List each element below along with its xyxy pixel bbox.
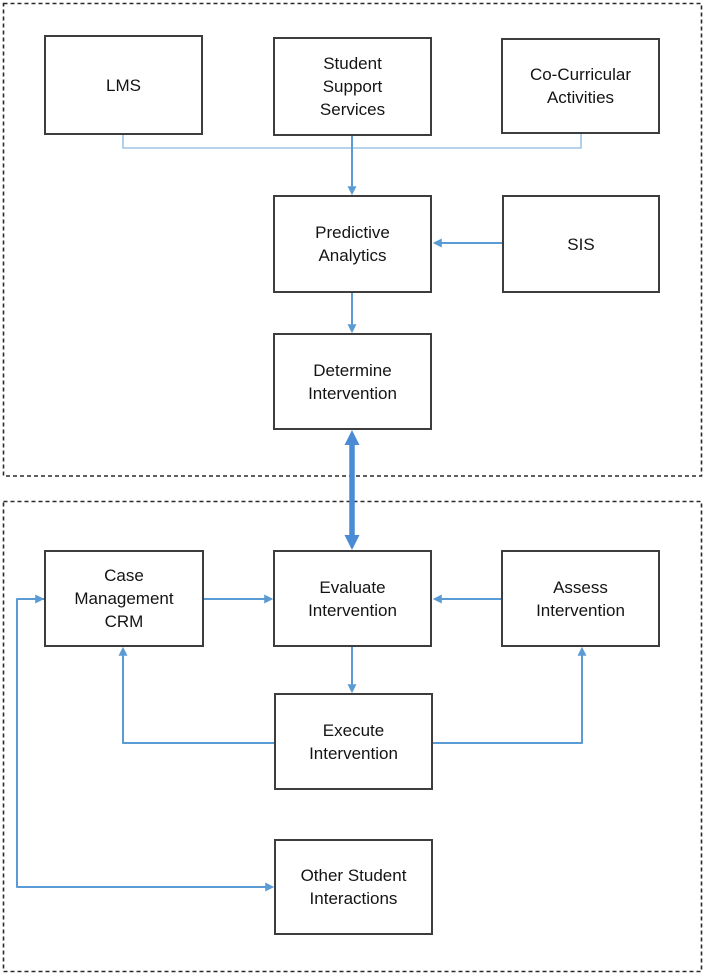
- node-other-student-interactions: Other Student Interactions: [274, 839, 433, 935]
- node-lms: LMS: [44, 35, 203, 135]
- node-case-management-crm: Case Management CRM: [44, 550, 204, 647]
- node-determine-intervention: Determine Intervention: [273, 333, 432, 430]
- node-assess-intervention: Assess Intervention: [501, 550, 660, 647]
- connector-execute-to-crm: [118, 646, 274, 744]
- node-student-support-services: Student Support Services: [273, 37, 432, 136]
- node-predictive-analytics: Predictive Analytics: [273, 195, 432, 293]
- connector-execute-to-assess: [433, 646, 587, 744]
- node-sis: SIS: [502, 195, 660, 293]
- node-execute-intervention: Execute Intervention: [274, 693, 433, 790]
- node-evaluate-intervention: Evaluate Intervention: [273, 550, 432, 647]
- connector-crm-to-other-student-interactions: [16, 598, 275, 892]
- bottom-dashed-container: [2, 500, 703, 973]
- node-co-curricular-activities: Co-Curricular Activities: [501, 38, 660, 134]
